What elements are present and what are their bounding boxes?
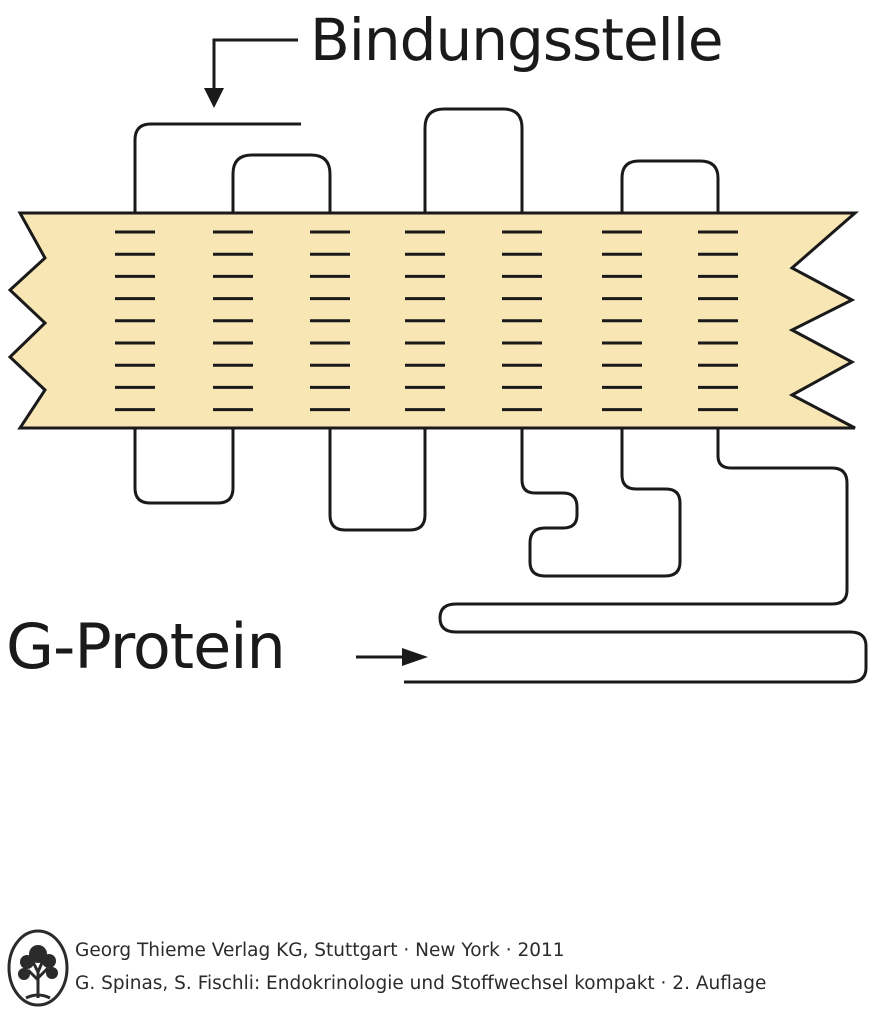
extracellular-loop-3 [620,159,720,213]
extracellular-loop-2 [423,107,524,213]
transmembrane-helices [115,230,738,412]
intracellular-loop-3 [520,428,682,578]
g-protein-label: G-Protein [6,610,286,683]
intracellular-loops [133,428,868,684]
c-terminal-tail [404,428,868,684]
intracellular-loop-1 [133,428,235,505]
n-terminus-binding-site [133,122,301,213]
book-credit: G. Spinas, S. Fischli: Endokrinologie un… [75,973,767,994]
intracellular-loop-2 [328,428,427,532]
arrows [204,38,428,666]
binding-site-arrow [212,38,298,100]
tree-logo-icon [7,929,69,1007]
extracellular-loop-1 [231,153,332,213]
extracellular-loops [133,107,720,213]
binding-site-label: Bindungsstelle [310,6,724,74]
publisher-credit: Georg Thieme Verlag KG, Stuttgart · New … [75,940,565,961]
g-protein-arrowhead [402,648,428,666]
binding-site-arrowhead [204,88,224,108]
